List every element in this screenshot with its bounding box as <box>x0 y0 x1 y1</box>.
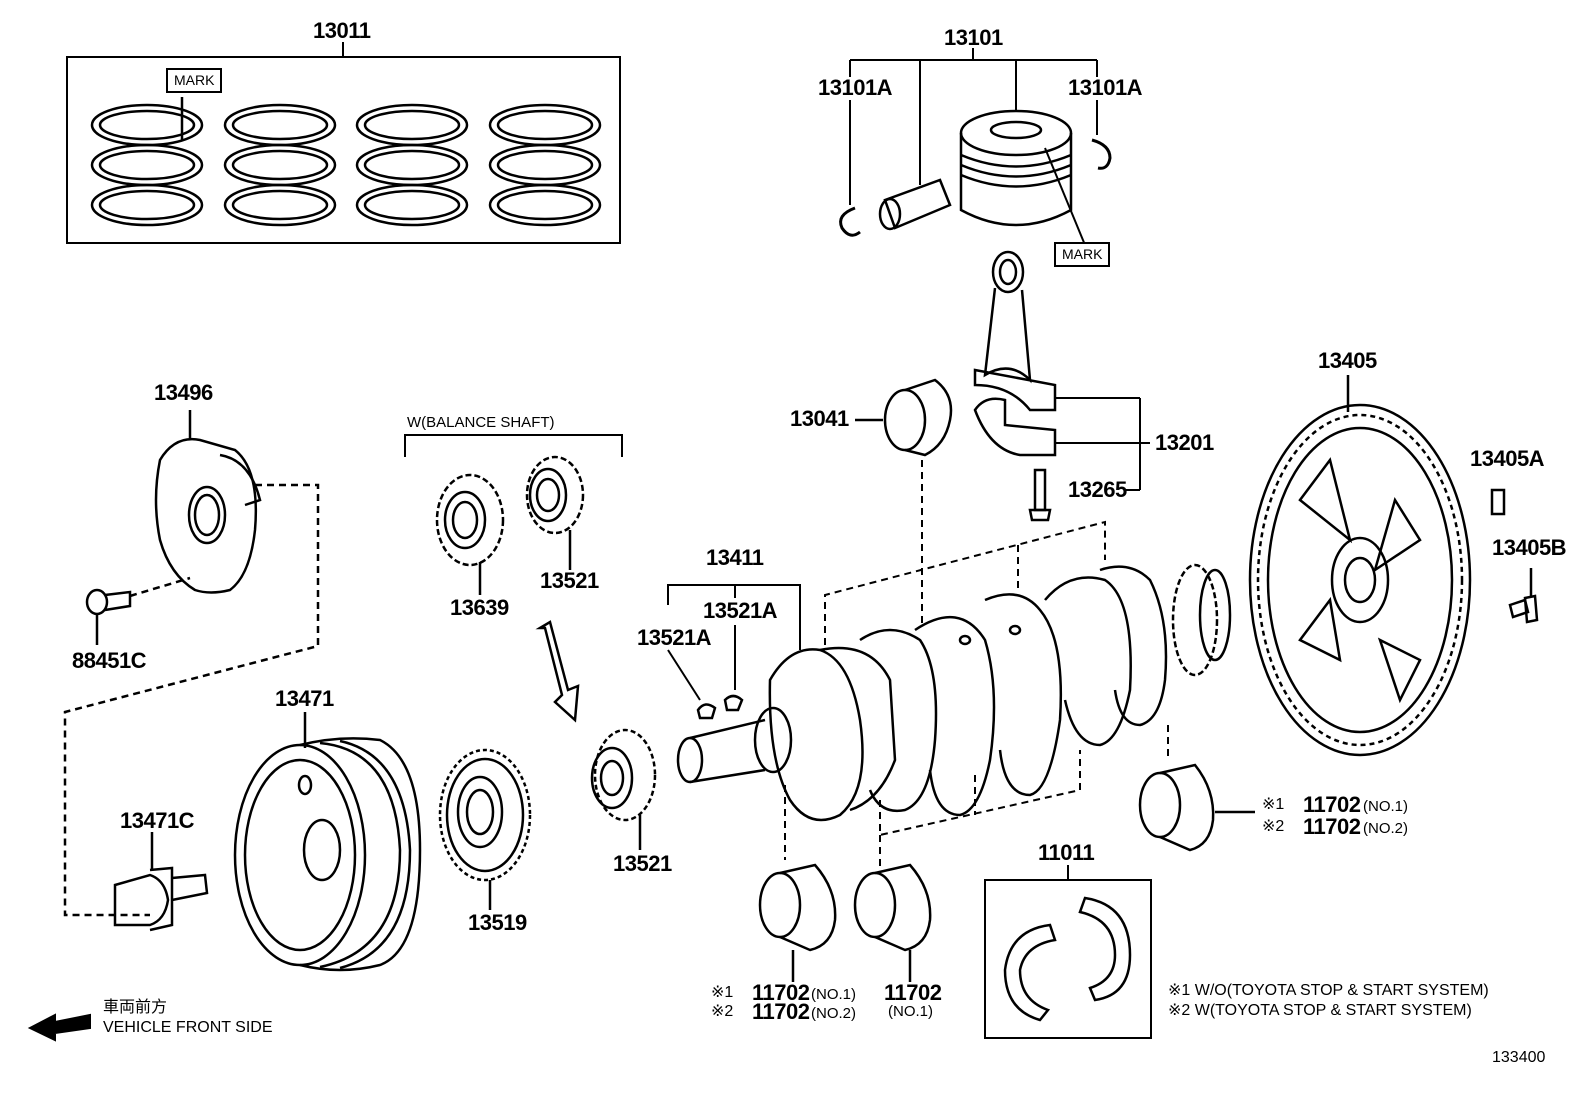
label-snap-ring-left: 13101A <box>818 75 893 100</box>
piston-body <box>959 109 1073 227</box>
label-main-bearing-mid: 11702 <box>884 980 942 1005</box>
piston-mark-tag: MARK <box>1054 242 1111 267</box>
label-oil-pump-gear: 13519 <box>468 910 527 935</box>
flywheel-bolt <box>1508 568 1539 624</box>
diagram-id: 133400 <box>1492 1049 1546 1066</box>
balance-gear-13639 <box>435 473 505 595</box>
plate-bolt <box>85 588 132 645</box>
label-main-bearing-right-2: 11702 <box>1303 814 1361 839</box>
tag-main-bearing-right-2: (NO.2) <box>1363 820 1408 837</box>
crank-keys <box>696 694 744 720</box>
label-crank-pulley: 13471 <box>275 686 334 711</box>
crank-dashed-guides <box>784 460 1169 870</box>
label-main-bearing-left-1: 11702 <box>752 980 810 1005</box>
main-bearing-right <box>1138 763 1255 852</box>
direction-jp: 車両前方 <box>103 999 168 1016</box>
label-balance-shaft: W(BALANCE SHAFT) <box>407 414 555 431</box>
note-2: ※2 W(TOYOTA STOP & START SYSTEM) <box>1168 1002 1472 1019</box>
piston-pin <box>878 178 952 231</box>
flywheel-pin <box>1490 488 1506 516</box>
label-plate-bolt: 88451C <box>72 648 147 673</box>
balance-shaft-bracket <box>404 434 623 457</box>
snap-rings <box>839 138 1112 237</box>
label-flywheel: 13405 <box>1318 348 1377 373</box>
plate <box>63 410 320 917</box>
oil-pump-gear <box>438 748 532 910</box>
label-flywheel-pin: 13405A <box>1470 446 1545 471</box>
piston-ring-set-box <box>66 42 621 244</box>
label-piston: 13101 <box>944 25 1003 50</box>
pulley-bolt <box>113 832 209 932</box>
label-pulley-bolt: 13471C <box>120 808 195 833</box>
ref-mark-1-left: ※1 <box>711 984 734 1001</box>
label-main-bearing-right-1: 11702 <box>1303 792 1361 817</box>
label-crank-key-group: 13411 <box>706 545 764 570</box>
label-thrust-washer-set: 11011 <box>1038 840 1095 865</box>
ref-mark-1-right: ※1 <box>1262 796 1285 813</box>
label-piston-ring-set: 13011 <box>313 18 371 43</box>
label-crank-gear-bottom: 13521 <box>613 851 672 876</box>
thrust-washers <box>1003 896 1132 1022</box>
thrust-washer-box <box>984 865 1152 1039</box>
main-bearing-mid <box>853 863 932 982</box>
label-crank-gear-top: 13521 <box>540 568 599 593</box>
crank-pulley <box>233 712 422 972</box>
tag-main-bearing-left-2: (NO.2) <box>811 1005 856 1022</box>
note-1: ※1 W/O(TOYOTA STOP & START SYSTEM) <box>1168 982 1489 999</box>
label-conrod-bearing: 13041 <box>790 406 849 431</box>
label-main-bearing-left-2: 11702 <box>752 999 810 1024</box>
tag-main-bearing-mid: (NO.1) <box>888 1003 933 1020</box>
crank-gear-top-13521 <box>525 455 585 570</box>
label-crank-key-right: 13521A <box>703 598 778 623</box>
label-snap-ring-right: 13101A <box>1068 75 1143 100</box>
conrod-leaders <box>1055 397 1150 491</box>
connecting-rod <box>973 250 1057 457</box>
crank-gear-bottom <box>590 728 657 850</box>
tag-main-bearing-right-1: (NO.1) <box>1363 798 1408 815</box>
piston-leaders <box>849 48 1098 246</box>
crankshaft <box>676 563 1232 822</box>
ref-mark-2-right: ※2 <box>1262 818 1285 835</box>
label-conrod-bolt: 13265 <box>1068 477 1127 502</box>
direction-en: VEHICLE FRONT SIDE <box>103 1019 273 1036</box>
label-plate: 13496 <box>154 380 213 405</box>
crank-key-leaders <box>667 584 801 701</box>
label-flywheel-bolt: 13405B <box>1492 535 1567 560</box>
piston-rings <box>90 97 602 227</box>
flywheel <box>1248 375 1472 757</box>
label-balance-gear: 13639 <box>450 595 509 620</box>
label-crank-key-left: 13521A <box>637 625 712 650</box>
front-arrow-icon <box>27 1013 91 1042</box>
assembly-arrow <box>535 620 580 723</box>
conrod-bearing <box>855 378 953 457</box>
ref-mark-2-left: ※2 <box>711 1003 734 1020</box>
tag-main-bearing-left-1: (NO.1) <box>811 986 856 1003</box>
label-connecting-rod: 13201 <box>1155 430 1214 455</box>
ring-mark-tag: MARK <box>166 68 223 93</box>
conrod-bolt <box>1028 468 1052 522</box>
main-bearing-left <box>758 863 837 982</box>
